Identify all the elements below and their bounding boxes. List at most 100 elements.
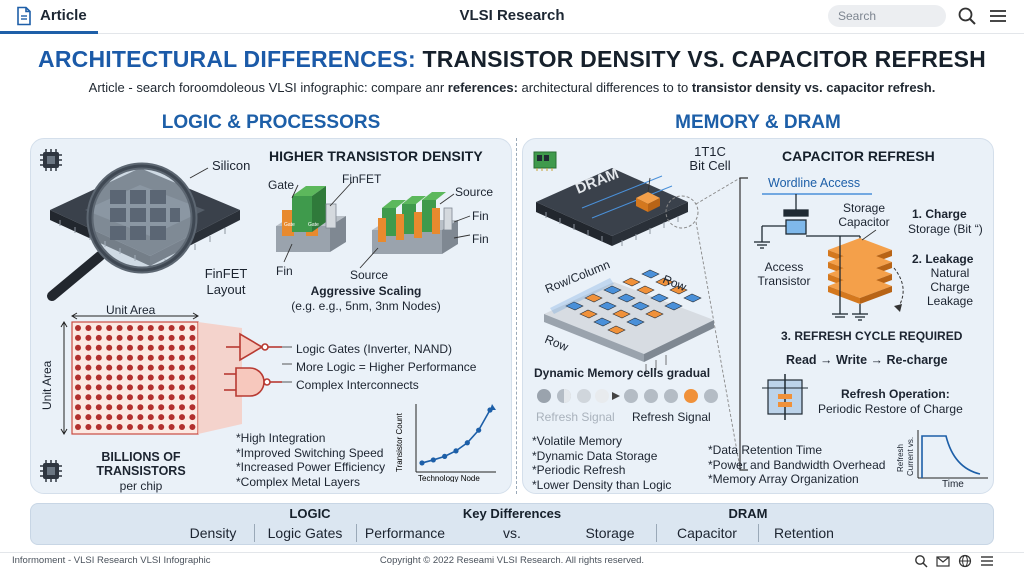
refresh-heading: CAPACITOR REFRESH [782, 148, 935, 164]
transistor-dot [116, 364, 123, 371]
step2-subtitle-2: Charge [930, 280, 970, 294]
transistor-dot [179, 394, 185, 401]
transistor-dot [168, 334, 175, 341]
search-icon[interactable] [957, 6, 977, 26]
trend-point [430, 457, 436, 463]
transistor-dot [147, 334, 154, 341]
subtitle-middle: architectural differences to to [521, 80, 689, 95]
transistor-dot [127, 424, 133, 430]
footer-left-text: Informoment - VLSI Research VLSI Infogra… [12, 555, 211, 566]
finfet-layout-label-1: FinFET [204, 266, 248, 281]
refresh-signal-label: Refresh Signal [632, 410, 711, 424]
transistor-dot [116, 354, 123, 361]
scaling-title: Aggressive Scaling [310, 284, 422, 298]
transistor-dot [95, 344, 102, 351]
transistor-dot [85, 334, 92, 341]
access-transistor-label-1: Access [764, 260, 804, 274]
memory-feature: *Memory Array Organization [708, 472, 859, 486]
step2-title: 2. Leakage [912, 252, 974, 266]
transistor-dot [106, 354, 113, 361]
transistor-dot [85, 384, 92, 391]
logic-feature: *Improved Switching Speed [236, 445, 384, 460]
menu-icon[interactable] [980, 554, 994, 568]
transistor-dot [147, 414, 154, 421]
logic-feature: *High Integration [236, 431, 326, 445]
memory-feature: *Data Retention Time [708, 443, 823, 457]
transistor-dot [189, 325, 196, 331]
transistor-dot [179, 384, 185, 391]
transistor-dot [116, 325, 123, 331]
unit-area-top-label: Unit Area [106, 303, 156, 317]
transistor-dot [158, 374, 165, 381]
transistor-dot [147, 404, 154, 411]
transistor-dot [168, 354, 175, 361]
memory-cell [612, 309, 631, 319]
search-icon[interactable] [914, 554, 928, 568]
transistor-dot [75, 394, 81, 401]
transistor-dot [116, 334, 123, 341]
transistor-dot [106, 374, 113, 381]
transistor-dot [147, 364, 154, 371]
comparison-separator [356, 524, 357, 542]
comparison-cell: Capacitor [677, 525, 737, 541]
per-chip-label: per chip [119, 479, 163, 493]
transistor-dot [137, 334, 144, 341]
transistor-dot [168, 344, 175, 351]
memory-cell [636, 285, 655, 295]
memory-feature: *Periodic Refresh [532, 463, 626, 477]
comparison-cell: Performance [364, 525, 446, 541]
transistor-dot [168, 424, 175, 430]
transistor-dot [95, 354, 102, 361]
transistor-dot [189, 334, 196, 341]
chip-icon-small [40, 460, 62, 482]
transistor-dot [95, 364, 102, 371]
search-input[interactable] [828, 5, 946, 27]
transistor-dot [168, 414, 175, 421]
transistor-dot [137, 344, 144, 351]
transistor-dot [158, 414, 165, 421]
article-tab[interactable]: Article [40, 7, 87, 24]
transistor-dot [189, 384, 196, 391]
transistor-dot [85, 394, 92, 401]
memory-features-list-2: *Data Retention Time *Power and Bandwidt… [708, 443, 885, 487]
density-heading: HIGHER TRANSISTOR DENSITY [269, 148, 483, 164]
scaling-subtitle: (e.g. e.g., 5nm, 3nm Nodes) [291, 299, 441, 313]
memory-illustration: DRAM [533, 151, 988, 479]
globe-icon[interactable] [958, 554, 972, 568]
transistor-dot [95, 394, 102, 401]
gate-note: More Logic = Higher Performance [296, 360, 477, 374]
transistor-dot [75, 404, 81, 411]
refresh-operation-title: Refresh Operation: [841, 387, 950, 401]
comparison-cell: Retention [774, 525, 834, 541]
billions-label-2: TRANSISTORS [96, 464, 186, 478]
logic-section-title: LOGIC & PROCESSORS [161, 112, 381, 133]
transistor-dot [85, 374, 92, 381]
memory-cell [664, 301, 683, 311]
trend-point [464, 440, 470, 446]
transistor-dot [179, 414, 185, 421]
transistor-dot [75, 414, 81, 421]
refresh-signal-dots [537, 389, 718, 403]
transistor-dot [137, 374, 144, 381]
transistor-dot [158, 394, 165, 401]
trend-point [453, 448, 459, 454]
decay-ylabel-1: Refresh [896, 443, 905, 472]
transistor-dot [158, 344, 165, 351]
hamburger-menu-icon[interactable] [988, 6, 1008, 26]
memory-cell [683, 293, 702, 303]
mail-icon[interactable] [936, 554, 950, 568]
memory-cell [622, 277, 641, 287]
svg-text:Gate: Gate [284, 222, 295, 228]
transistor-dot [116, 344, 123, 351]
unit-area-side-label: Unit Area [40, 360, 54, 410]
memory-section-title: MEMORY & DRAM [675, 112, 841, 133]
transistor-dot [85, 325, 92, 331]
transistor-dot [127, 334, 133, 341]
decay-ylabel-2: Current vs. [906, 436, 915, 476]
comparison-separator [758, 524, 759, 542]
transistor-dot [158, 384, 165, 391]
transistor-dot [189, 424, 196, 430]
memory-feature: *Lower Density than Logic [532, 477, 672, 492]
dram-cell-circuit [754, 193, 872, 249]
transistor-dot [85, 404, 92, 411]
